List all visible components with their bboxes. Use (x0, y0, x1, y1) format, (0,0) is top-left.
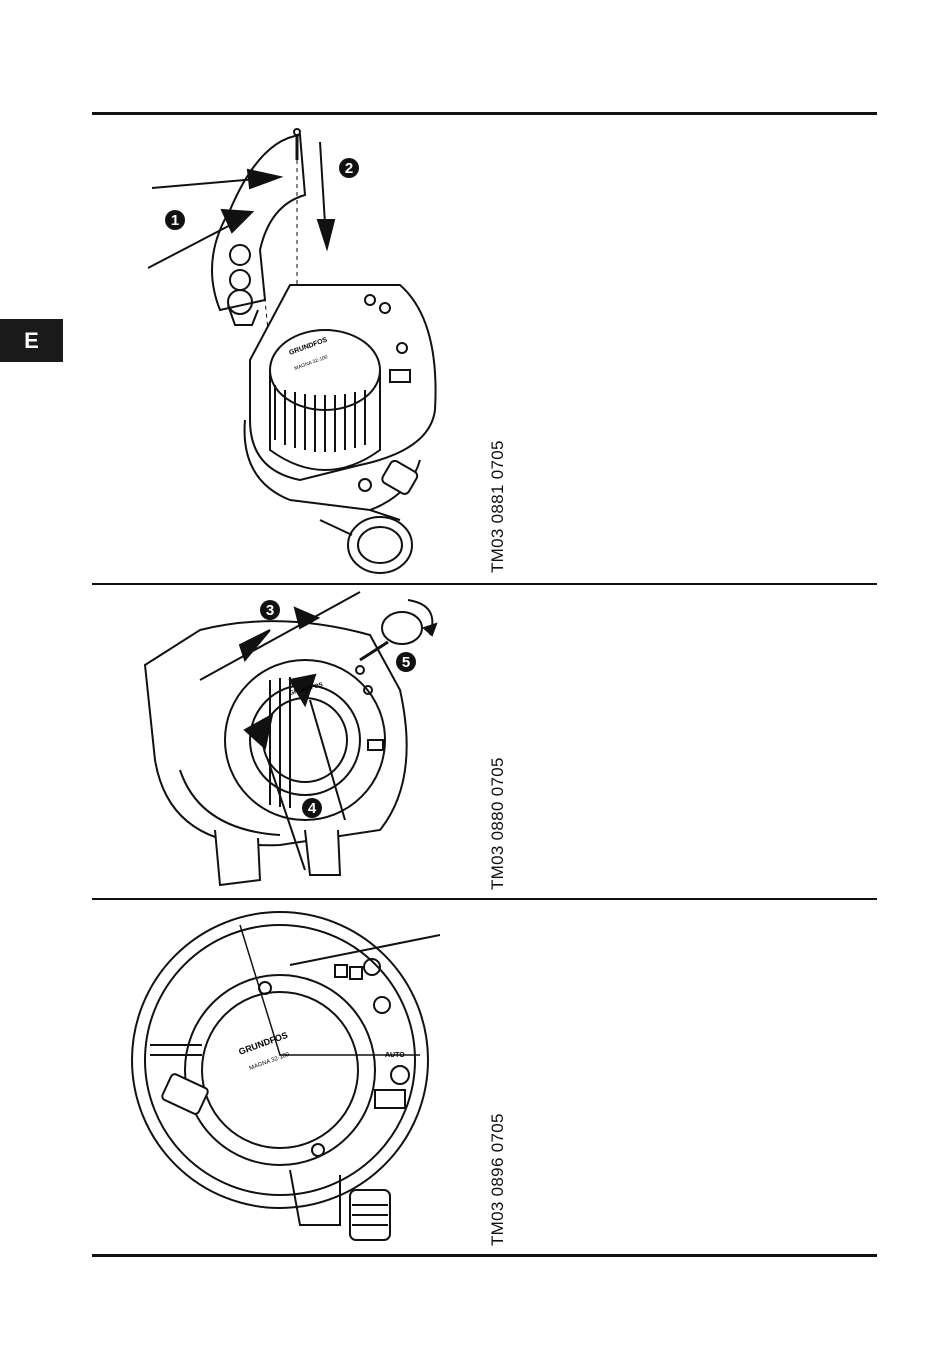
svg-text:5: 5 (402, 654, 410, 671)
figure-3-code: TM03 0896 0705 (488, 1113, 508, 1246)
callout-4: 4 (302, 798, 322, 818)
svg-text:2: 2 (345, 160, 353, 177)
figure-1-svg: GRUNDFOS MAGNA 32-100 1 2 (140, 120, 480, 580)
callout-1: 1 (165, 210, 185, 230)
language-tab: E (0, 319, 63, 362)
figure-1-code: TM03 0881 0705 (488, 440, 508, 573)
panel-auto-label: AUTO (385, 1052, 405, 1059)
figure-3-svg: GRUNDFOS MAGNA 32-100 AUTO (130, 905, 440, 1250)
figure-2-code: TM03 0880 0705 (488, 757, 508, 890)
top-rule (92, 112, 877, 115)
callout-3: 3 (260, 600, 280, 620)
figure-2-svg: GRUNDFOS 3 4 5 (140, 590, 480, 890)
svg-text:4: 4 (308, 800, 317, 817)
figure-divider-1 (92, 583, 877, 585)
callout-2: 2 (339, 158, 359, 178)
svg-text:3: 3 (266, 602, 274, 619)
callout-5: 5 (396, 652, 416, 672)
figure-3-drawing: GRUNDFOS MAGNA 32-100 AUTO (130, 905, 440, 1250)
figure-1-drawing: GRUNDFOS MAGNA 32-100 1 2 (140, 120, 480, 580)
figure-2-drawing: GRUNDFOS 3 4 5 (140, 590, 480, 890)
bottom-rule (92, 1254, 877, 1257)
figure-divider-2 (92, 898, 877, 900)
svg-text:1: 1 (171, 212, 179, 229)
